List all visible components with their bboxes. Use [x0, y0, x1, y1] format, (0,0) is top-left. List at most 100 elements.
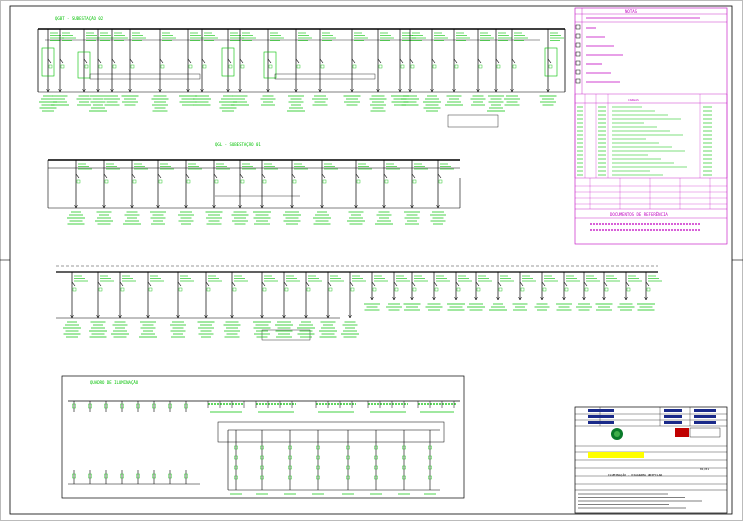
lighting-breaker-symbol: [168, 403, 172, 409]
lighting-breaker-symbol: [152, 403, 156, 409]
feeder-arrow-icon: [410, 204, 414, 209]
breaker-symbol: [378, 64, 383, 69]
section-title-2: QGL - SUBESTAÇÃO 01: [215, 142, 261, 147]
breaker-symbol: [394, 287, 399, 292]
breaker-symbol: [268, 64, 273, 69]
lighting-subpanel-breaker: [316, 445, 320, 450]
breaker-contact: [319, 58, 324, 64]
breaker-contact: [261, 281, 266, 287]
lighting-subpanel-breaker: [374, 455, 378, 460]
breaker-contact: [411, 281, 416, 287]
feeder-arrow-icon: [158, 88, 162, 93]
breaker-symbol: [112, 64, 117, 69]
breaker-contact: [131, 173, 136, 179]
breaker-block-2: [77, 51, 91, 79]
breaker-symbol: [548, 64, 553, 69]
breaker-symbol: [478, 64, 483, 69]
legend-symbol-icon: [575, 51, 581, 57]
lighting-lower-breaker: [152, 473, 156, 479]
lighting-subpanel-breaker: [428, 475, 432, 480]
feeder-arrow-icon: [238, 88, 242, 93]
lighting-subpanel-breaker: [288, 465, 292, 470]
breaker-contact: [453, 58, 458, 64]
company-logo-inner-icon: [614, 431, 620, 437]
lighting-subpanel-breaker: [374, 465, 378, 470]
breaker-contact: [327, 281, 332, 287]
lighting-subpanel-frame: [217, 421, 445, 443]
breaker-symbol: [542, 287, 547, 292]
breaker-symbol: [160, 64, 165, 69]
breaker-contact: [185, 173, 190, 179]
section-1-feeders: [39, 29, 564, 112]
lighting-breaker-symbol: [72, 403, 76, 409]
breaker-symbol: [520, 287, 525, 292]
breaker-contact: [177, 281, 182, 287]
breaker-symbol: [496, 64, 501, 69]
legend-symbol-icon: [575, 60, 581, 66]
lighting-subpanel-breaker: [234, 475, 238, 480]
breaker-contact: [321, 173, 326, 179]
feeder-arrow-icon: [494, 88, 498, 93]
breaker-contact: [625, 281, 630, 287]
feeder-arrow-icon: [496, 296, 500, 301]
feeder-arrow-icon: [454, 296, 458, 301]
lighting-breaker-symbol: [184, 403, 188, 409]
loads-table: [574, 94, 728, 178]
lighting-subpanel-breaker: [402, 475, 406, 480]
breaker-symbol: [120, 287, 125, 292]
lighting-subpanel-breaker: [374, 475, 378, 480]
breaker-block-5: [544, 47, 558, 77]
feeder-arrow-icon: [82, 88, 86, 93]
feeder-arrow-icon: [46, 88, 50, 93]
feeder-arrow-icon: [96, 314, 100, 319]
title-block-field-mark: [694, 421, 716, 424]
feeder-arrow-icon: [130, 204, 134, 209]
revision-grid: [575, 178, 727, 209]
sheet-number: 01/01: [700, 467, 709, 471]
breaker-block-4: [263, 51, 277, 79]
feeder-arrow-icon: [176, 314, 180, 319]
lighting-lower-breaker: [120, 473, 124, 479]
feeder-arrow-icon: [408, 88, 412, 93]
feeder-arrow-icon: [294, 88, 298, 93]
breaker-contact: [239, 173, 244, 179]
breaker-contact: [437, 173, 442, 179]
legend-symbol-icon: [575, 69, 581, 75]
title-highlight: [588, 452, 644, 458]
lighting-subpanel-breaker: [402, 445, 406, 450]
legend-symbol-list: [575, 17, 700, 84]
breaker-symbol: [434, 287, 439, 292]
breaker-symbol: [132, 179, 137, 184]
lighting-subpanel-breaker: [346, 465, 350, 470]
feeder-arrow-icon: [184, 204, 188, 209]
title-block-field-mark: [664, 409, 682, 412]
interlock-bar-1: [89, 73, 201, 80]
feeder-arrow-icon: [70, 314, 74, 319]
breaker-contact: [205, 281, 210, 287]
legend-symbol-icon: [575, 78, 581, 84]
lighting-subpanel-breaker: [288, 455, 292, 460]
breaker-contact: [97, 58, 102, 64]
feeder-arrow-icon: [156, 204, 160, 209]
interlock-bar-2: [274, 73, 376, 80]
title-block-field-mark: [664, 421, 682, 424]
lighting-subpanel-breaker: [346, 475, 350, 480]
breaker-contact: [603, 281, 608, 287]
breaker-symbol: [202, 64, 207, 69]
breaker-contact: [497, 281, 502, 287]
breaker-contact: [411, 173, 416, 179]
breaker-contact: [47, 58, 52, 64]
feeder-arrow-icon: [370, 296, 374, 301]
breaker-symbol: [98, 287, 103, 292]
lighting-subpanel-breaker: [260, 475, 264, 480]
breaker-symbol: [228, 64, 233, 69]
breaker-contact: [377, 58, 382, 64]
feeder-arrow-icon: [432, 296, 436, 301]
feeder-arrow-icon: [74, 204, 78, 209]
feeder-arrow-icon: [582, 296, 586, 301]
lighting-breaker-symbol: [104, 403, 108, 409]
feeder-arrow-icon: [398, 88, 402, 93]
lighting-lower-breaker: [88, 473, 92, 479]
lighting-breaker-symbol: [88, 403, 92, 409]
feeder-arrow-icon: [546, 88, 550, 93]
